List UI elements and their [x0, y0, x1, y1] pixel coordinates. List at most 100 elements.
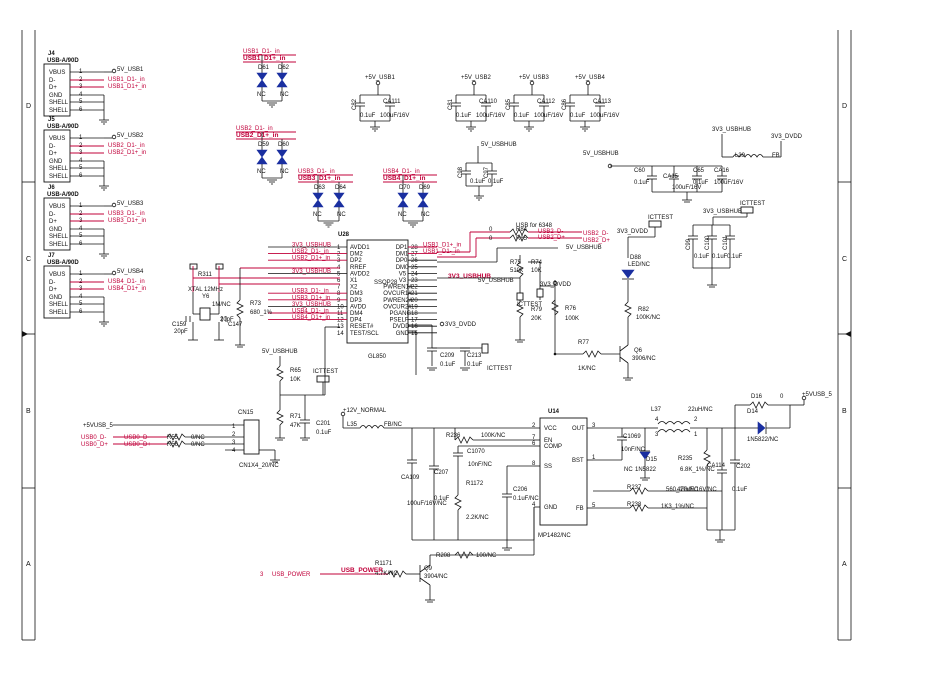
ref-label: R82: [638, 307, 650, 313]
ref-label: C202: [736, 464, 751, 470]
net-label: 5V_USB3: [117, 201, 144, 207]
net-label: 3V3_USBHUB: [703, 209, 742, 215]
value-label: 22uH/NC: [688, 407, 713, 413]
connector-part: USB-A/90D: [47, 192, 79, 198]
pin-name: DM3: [350, 291, 363, 297]
ref-label: L35: [347, 422, 358, 428]
net-label: +5VUSB_5: [802, 392, 833, 398]
tvs-diode: [276, 72, 288, 81]
pin-name: PWREN2#: [383, 298, 413, 304]
pin-name: PSELF: [390, 318, 409, 324]
zone-label: A: [26, 561, 31, 568]
net-label: 5V_USBHUB: [478, 278, 514, 284]
net-label: +5VUSB_5: [83, 423, 114, 429]
net-label: 5V_USBHUB: [481, 142, 517, 148]
value-label: NC: [337, 212, 346, 218]
pin-name: OVCUR2#: [383, 304, 412, 310]
value-label: 680_1%: [250, 310, 273, 316]
zone-label: B: [842, 408, 847, 415]
pin-number: 8: [532, 461, 536, 467]
value-label: 0/NC: [191, 442, 205, 448]
pin-name: D+: [49, 287, 57, 293]
tvs-diode: [397, 199, 409, 208]
pin-name: X1: [350, 278, 358, 284]
ref-label: D16: [751, 394, 763, 400]
ref-label: R56: [167, 442, 179, 448]
upstream-resistors: USB for 6348 0 0 R84 R85 USB2_D- USB2_D+…: [437, 223, 610, 284]
pin-name: GND: [49, 295, 63, 301]
net-label: USB3_D1+_in: [108, 218, 146, 224]
value-label: 10K: [531, 268, 542, 274]
net-label: 5V_USB2: [117, 133, 144, 139]
pin-number: 12: [337, 318, 344, 324]
net-label: USB2_D-: [538, 229, 563, 235]
pin-number: 7: [337, 285, 341, 291]
pin-name: SHELL: [49, 310, 69, 316]
net-label: USB3_D1-_in: [298, 169, 335, 175]
value-label: 10K: [290, 377, 301, 383]
connector-ref: J6: [48, 185, 55, 191]
ref-label: C207: [434, 470, 449, 476]
value-label: LED/NC: [628, 262, 651, 268]
ref-label: C100: [705, 235, 711, 250]
pin-name: D-: [49, 212, 55, 218]
net-label: USB3_D1-_in: [108, 211, 145, 217]
value-label: 0.1uF/NC: [513, 496, 539, 502]
pin-name: GND: [49, 159, 63, 165]
pin-name: PGANG: [390, 311, 412, 317]
pin-name: AVDD2: [350, 271, 370, 277]
pin-name: SHELL: [49, 166, 69, 172]
net-label: USB1_D1+_in: [108, 84, 146, 90]
pin-name: GND: [49, 93, 63, 99]
value-label: 1N5822: [635, 467, 657, 473]
ref-label: CN15: [238, 410, 254, 416]
ref-label: Q6: [634, 348, 643, 354]
ref-label: R73: [250, 301, 262, 307]
pin-name: PWREN1#: [383, 285, 413, 291]
net-label: 3V3_USBHUB: [448, 273, 491, 280]
pin-name: VCC: [544, 426, 557, 432]
net-label: 5V_USB1: [117, 67, 144, 73]
ref-label: CA16: [714, 168, 730, 174]
net-label: USB2_D-: [583, 231, 608, 237]
part-label: GL850: [368, 354, 387, 360]
tvs-diode: [276, 149, 288, 158]
tvs-diode: [397, 192, 409, 201]
net-label: USB2_D+: [538, 235, 565, 241]
pin-number: 18: [411, 311, 418, 317]
pin-number: 1: [592, 455, 596, 461]
pin-number: 25: [411, 265, 418, 271]
net-label: 3V3_DVDD: [617, 229, 649, 235]
pin-name: X2: [350, 285, 358, 291]
pin-number: 23: [411, 278, 418, 284]
net-label: 3V3_DVDD: [540, 282, 572, 288]
net-label: USB3_D1-_in: [292, 289, 329, 295]
pin-number: 14: [337, 331, 344, 337]
pin-name: VBUS: [49, 204, 65, 210]
pin-name: EN: [544, 438, 552, 444]
dvdd-capacitors: 3V3_DVDD C209 0.1uF C213 0.1uF ICTTEST: [408, 321, 512, 375]
usb-connector: [43, 197, 71, 251]
value-label: 0.1uF: [694, 254, 710, 260]
tvs-diode: [333, 192, 345, 201]
pin-name: RESET#: [350, 324, 374, 330]
pin-name: D+: [49, 219, 57, 225]
tvs-diode: [256, 149, 268, 158]
pin-number: 26: [411, 258, 418, 264]
value-label: 20K: [531, 316, 542, 322]
tvs-diode: [256, 79, 268, 88]
ref-label: C1070: [467, 449, 485, 455]
value-label: 2.2K/NC: [466, 515, 489, 521]
pin-name: DP4: [350, 318, 362, 324]
ref-label: D14: [747, 409, 759, 415]
value-label: 10nF/NC: [621, 447, 646, 453]
pin-number: 4: [232, 448, 236, 454]
pin-name: GND: [544, 505, 558, 511]
ref-label: C101: [723, 235, 729, 250]
pin-name: COMP: [544, 444, 562, 450]
pin-name: SHELL: [49, 100, 69, 106]
power-port: [585, 80, 591, 86]
value-label: NC: [280, 169, 289, 175]
